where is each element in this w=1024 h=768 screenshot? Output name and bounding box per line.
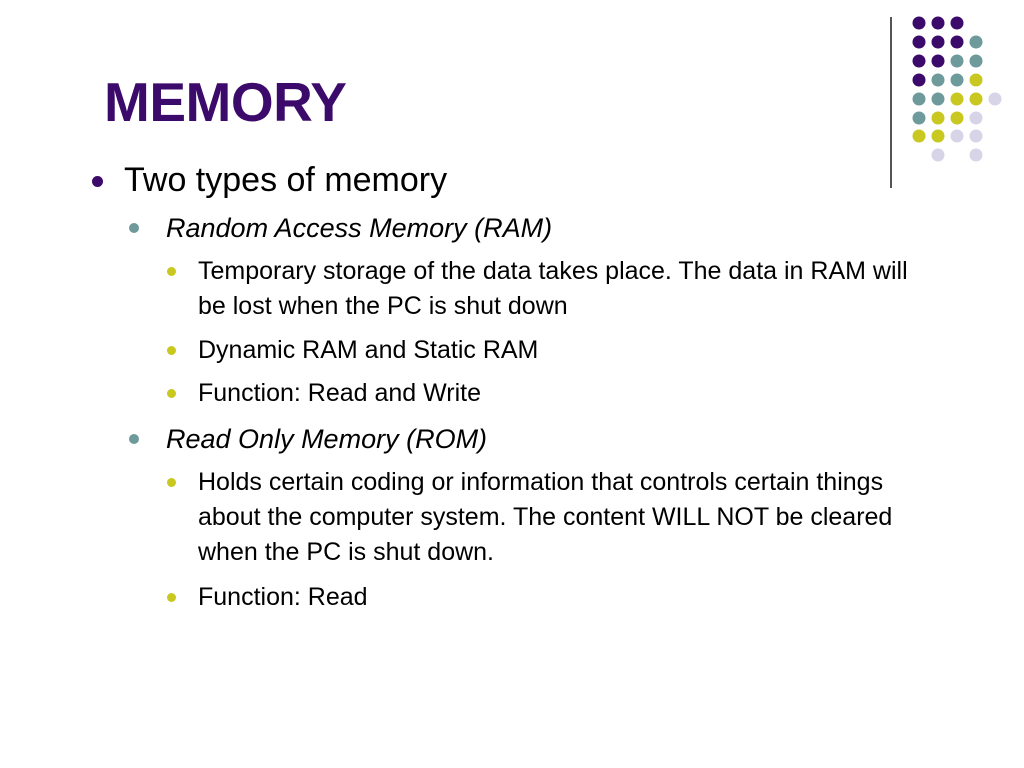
bullet-ram-types: Dynamic RAM and Static RAM: [198, 336, 539, 364]
bullet-two-types: Two types of memory: [124, 161, 448, 199]
bullet-rom-function: Function: Read: [198, 583, 368, 611]
vertical-divider: [890, 17, 892, 188]
bullet-dot: [167, 593, 176, 602]
bullet-dot: [129, 223, 139, 233]
bullet-ram: Random Access Memory (RAM): [166, 213, 553, 243]
bullet-ram-function: Function: Read and Write: [198, 379, 482, 407]
bullet-dot: [92, 176, 103, 187]
bullet-rom: Read Only Memory (ROM): [166, 424, 488, 454]
slide-title: MEMORY: [104, 71, 347, 133]
bullet-dot: [167, 346, 176, 355]
bullet-dot: [167, 478, 176, 487]
bullet-dot: [167, 267, 176, 276]
bullet-dot: [129, 434, 139, 444]
bullet-rom-holds: Holds certain coding or information that…: [198, 468, 893, 566]
bullet-dot: [167, 389, 176, 398]
bullet-ram-temporary: Temporary storage of the data takes plac…: [198, 257, 908, 320]
